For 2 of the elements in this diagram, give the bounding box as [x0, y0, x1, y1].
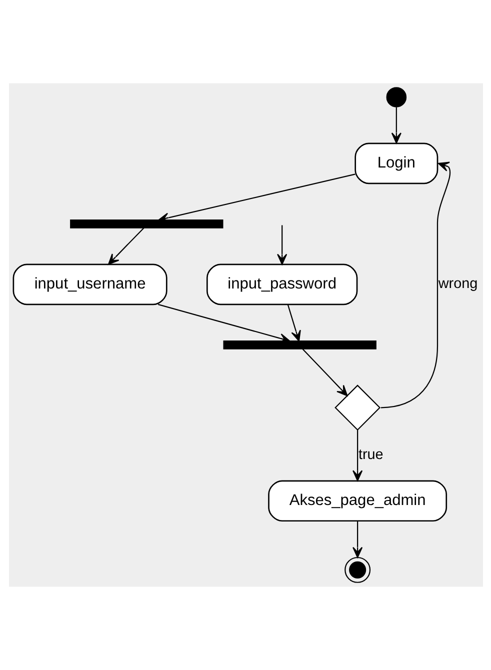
- edge-label: true: [358, 447, 383, 464]
- edge-label: wrong: [438, 276, 478, 292]
